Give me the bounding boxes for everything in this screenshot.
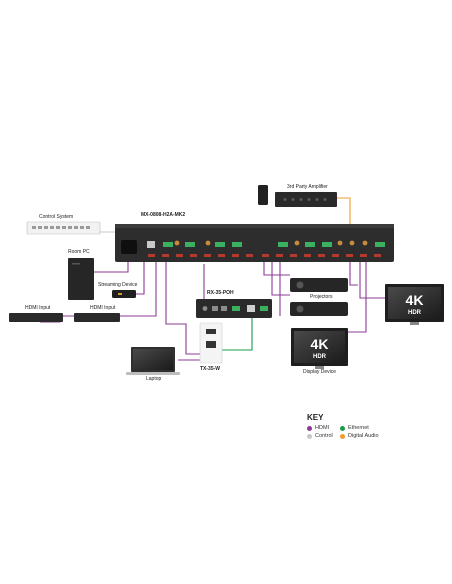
streaming-device (112, 290, 136, 298)
hdmi-input-device-2 (74, 313, 120, 322)
ethernet-cables (222, 318, 253, 351)
amplifier-remote-icon (258, 185, 268, 205)
key-title: KEY (307, 413, 324, 422)
key-item-label: Control (315, 433, 333, 439)
display-right-4k-text: 4K (406, 292, 424, 308)
key-item-control: Control (307, 433, 333, 439)
display-device-label: Display Device (303, 369, 337, 375)
key-item-hdmi: HDMI (307, 425, 329, 431)
control-system-label: Control System (39, 214, 74, 220)
key-item-label: Digital Audio (348, 433, 379, 439)
projector-1 (290, 278, 348, 292)
display-device-hdr-text: HDR (313, 354, 327, 360)
audio-color-dot (340, 433, 345, 439)
streaming-label: Streaming Device (98, 282, 138, 288)
matrix-label: MX-0808-H2A-MK2 (141, 212, 186, 218)
tx-label: TX-35-W (200, 366, 220, 372)
laptop-label: Laptop (146, 376, 162, 382)
key-item-ethernet: Ethernet (340, 425, 369, 431)
lan-port (147, 241, 155, 248)
control-color-dot (307, 433, 312, 439)
hdmi-input-2-label: HDMI Input (90, 305, 116, 311)
room-pc-label: Room PC (68, 249, 90, 255)
key-item-label: HDMI (315, 425, 330, 431)
display-device-4k-text: 4K (311, 336, 329, 352)
matrix-switcher (115, 224, 394, 262)
key-item-digital-audio: Digital Audio (340, 433, 379, 439)
hdmi-input-1-label: HDMI Input (25, 305, 51, 311)
room-pc-device (68, 258, 94, 300)
hdmi-color-dot (307, 425, 312, 431)
projectors-label: Projectors (310, 294, 333, 300)
ethernet-color-dot (340, 425, 345, 431)
projector-2 (290, 302, 348, 316)
amplifier-device (275, 192, 337, 207)
display-right-hdr-text: HDR (408, 310, 422, 316)
power-connector (121, 240, 137, 254)
laptop-base (126, 372, 180, 375)
amplifier-label: 3rd Party Amplifier (287, 184, 328, 190)
key-item-label: Ethernet (348, 425, 369, 431)
hdmi-input-device-1 (9, 313, 63, 322)
rx-label: RX-35-POH (207, 290, 234, 296)
